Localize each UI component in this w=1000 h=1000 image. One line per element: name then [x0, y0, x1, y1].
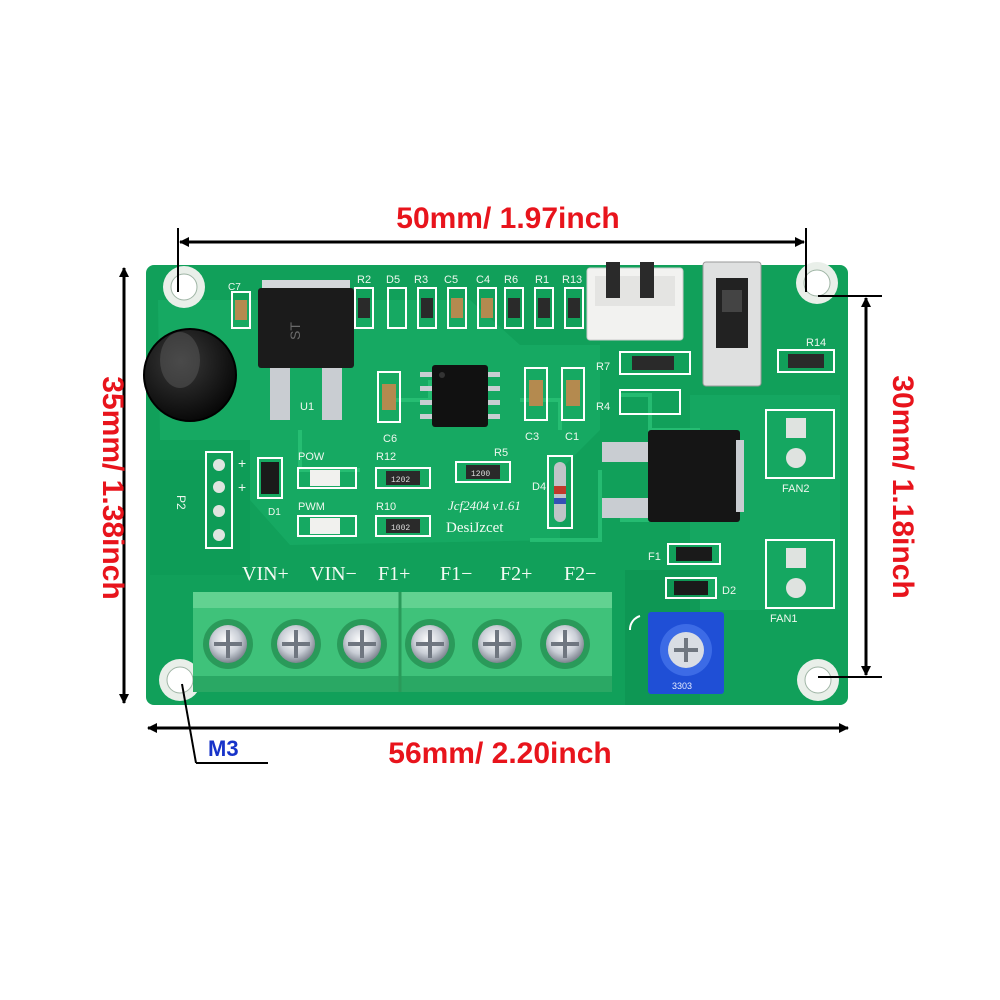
ref-d1: D1 [268, 507, 281, 518]
terminal-label-f1-plus: F1+ [378, 563, 410, 585]
res-1202: 1202 [391, 476, 410, 485]
terminal-label-vin-minus: VIN− [310, 563, 357, 585]
mosfet [602, 430, 744, 522]
fuse-f1-diode-d2: F1 D2 [648, 543, 736, 599]
terminal-screw-f1-plus[interactable] [337, 619, 387, 669]
hole-size-label: M3 [208, 736, 239, 761]
ref-r1: R1 [535, 274, 549, 286]
ref-r10: R10 [376, 501, 396, 513]
ref-c3: C3 [525, 431, 539, 443]
pot-marking: 3303 [672, 681, 692, 691]
terminal-screw-vin-plus[interactable] [203, 619, 253, 669]
ref-c7: C7 [228, 282, 241, 293]
header-plus-2: + [238, 479, 246, 495]
ref-c1: C1 [565, 431, 579, 443]
terminal-label-f2-plus: F2+ [500, 563, 532, 585]
header-p2: P2 + + [174, 451, 246, 549]
dimension-top-label: 50mm/ 1.97inch [396, 202, 619, 235]
led-pow: POW [297, 451, 357, 489]
header-plus-1: + [238, 455, 246, 471]
terminal-label-vin-plus: VIN+ [242, 563, 289, 585]
mounting-hole-top-right [796, 262, 838, 304]
dimension-right-label: 30mm/ 1.18inch [886, 375, 919, 598]
ref-d5: D5 [386, 274, 400, 286]
res-1200: 1200 [471, 470, 490, 479]
board-designer: DesiJzcet [446, 520, 504, 536]
mounting-hole-bottom-left [159, 659, 201, 701]
resistor-r5: 1200 R5 [455, 447, 511, 483]
regulator-u1: ST U1 [258, 280, 354, 420]
screw-terminal-block [193, 592, 612, 692]
ref-c5: C5 [444, 274, 458, 286]
label-fan1: FAN1 [770, 613, 798, 625]
label-fan2: FAN2 [782, 483, 810, 495]
fan-header-connector [586, 262, 684, 341]
electrolytic-capacitor [143, 328, 237, 422]
control-ic [420, 365, 500, 427]
dimension-left: 35mm/ 1.38inch [96, 267, 129, 704]
diode-d4: D4 [532, 455, 573, 529]
ref-r2: R2 [357, 274, 371, 286]
ref-r7: R7 [596, 361, 610, 373]
ref-f1: F1 [648, 551, 661, 563]
dimension-top: 50mm/ 1.97inch [177, 202, 807, 292]
hole-callout: M3 [181, 683, 268, 764]
ref-r6: R6 [504, 274, 518, 286]
terminal-screw-f1-minus[interactable] [405, 619, 455, 669]
slide-switch [702, 261, 762, 387]
svg-text:ST: ST [287, 322, 303, 340]
ref-r12: R12 [376, 451, 396, 463]
label-pow: POW [298, 451, 325, 463]
label-pwm: PWM [298, 501, 325, 513]
mounting-hole-top-left [163, 266, 205, 308]
ref-r14: R14 [806, 337, 826, 349]
terminal-label-f2-minus: F2− [564, 563, 596, 585]
capacitors-row: C6 C3 C1 [377, 367, 585, 445]
res-1002: 1002 [391, 524, 410, 533]
ref-u1: U1 [300, 401, 314, 413]
terminal-label-f1-minus: F1− [440, 563, 472, 585]
dimension-left-label: 35mm/ 1.38inch [96, 376, 129, 599]
resistors-right: R7 R4 R14 [596, 337, 835, 415]
terminal-screw-vin-minus[interactable] [271, 619, 321, 669]
dimension-bottom-label: 56mm/ 2.20inch [388, 737, 611, 770]
ref-d4: D4 [532, 481, 546, 493]
resistor-r12: 1202 R12 [375, 451, 431, 489]
terminal-labels: VIN+ VIN− F1+ F1− F2+ F2− [242, 563, 596, 585]
dimension-right: 30mm/ 1.18inch [818, 295, 919, 678]
ref-d2: D2 [722, 585, 736, 597]
resistor-r10: 1002 R10 [375, 501, 431, 537]
ref-c6: C6 [383, 433, 397, 445]
ref-c4: C4 [476, 274, 490, 286]
ref-r4: R4 [596, 401, 610, 413]
terminal-screw-f2-plus[interactable] [472, 619, 522, 669]
ref-r5: R5 [494, 447, 508, 459]
board-version: Jcf2404 v1.61 [448, 498, 521, 513]
dimension-bottom: 56mm/ 2.20inch [147, 723, 849, 770]
fan2-pads: FAN2 [765, 409, 835, 495]
diode-d1: D1 [257, 457, 283, 518]
fan1-pads: FAN1 [765, 539, 835, 625]
led-pwm: PWM [297, 501, 357, 537]
terminal-screw-f2-minus[interactable] [540, 619, 590, 669]
ref-p2: P2 [174, 495, 188, 510]
potentiometer[interactable]: 3303 [629, 612, 724, 694]
ref-r13: R13 [562, 274, 582, 286]
ref-r3: R3 [414, 274, 428, 286]
top-smd-row: R2 D5 R3 C5 C4 R6 R1 R13 C7 [228, 274, 584, 329]
mounting-hole-bottom-right [797, 659, 839, 701]
